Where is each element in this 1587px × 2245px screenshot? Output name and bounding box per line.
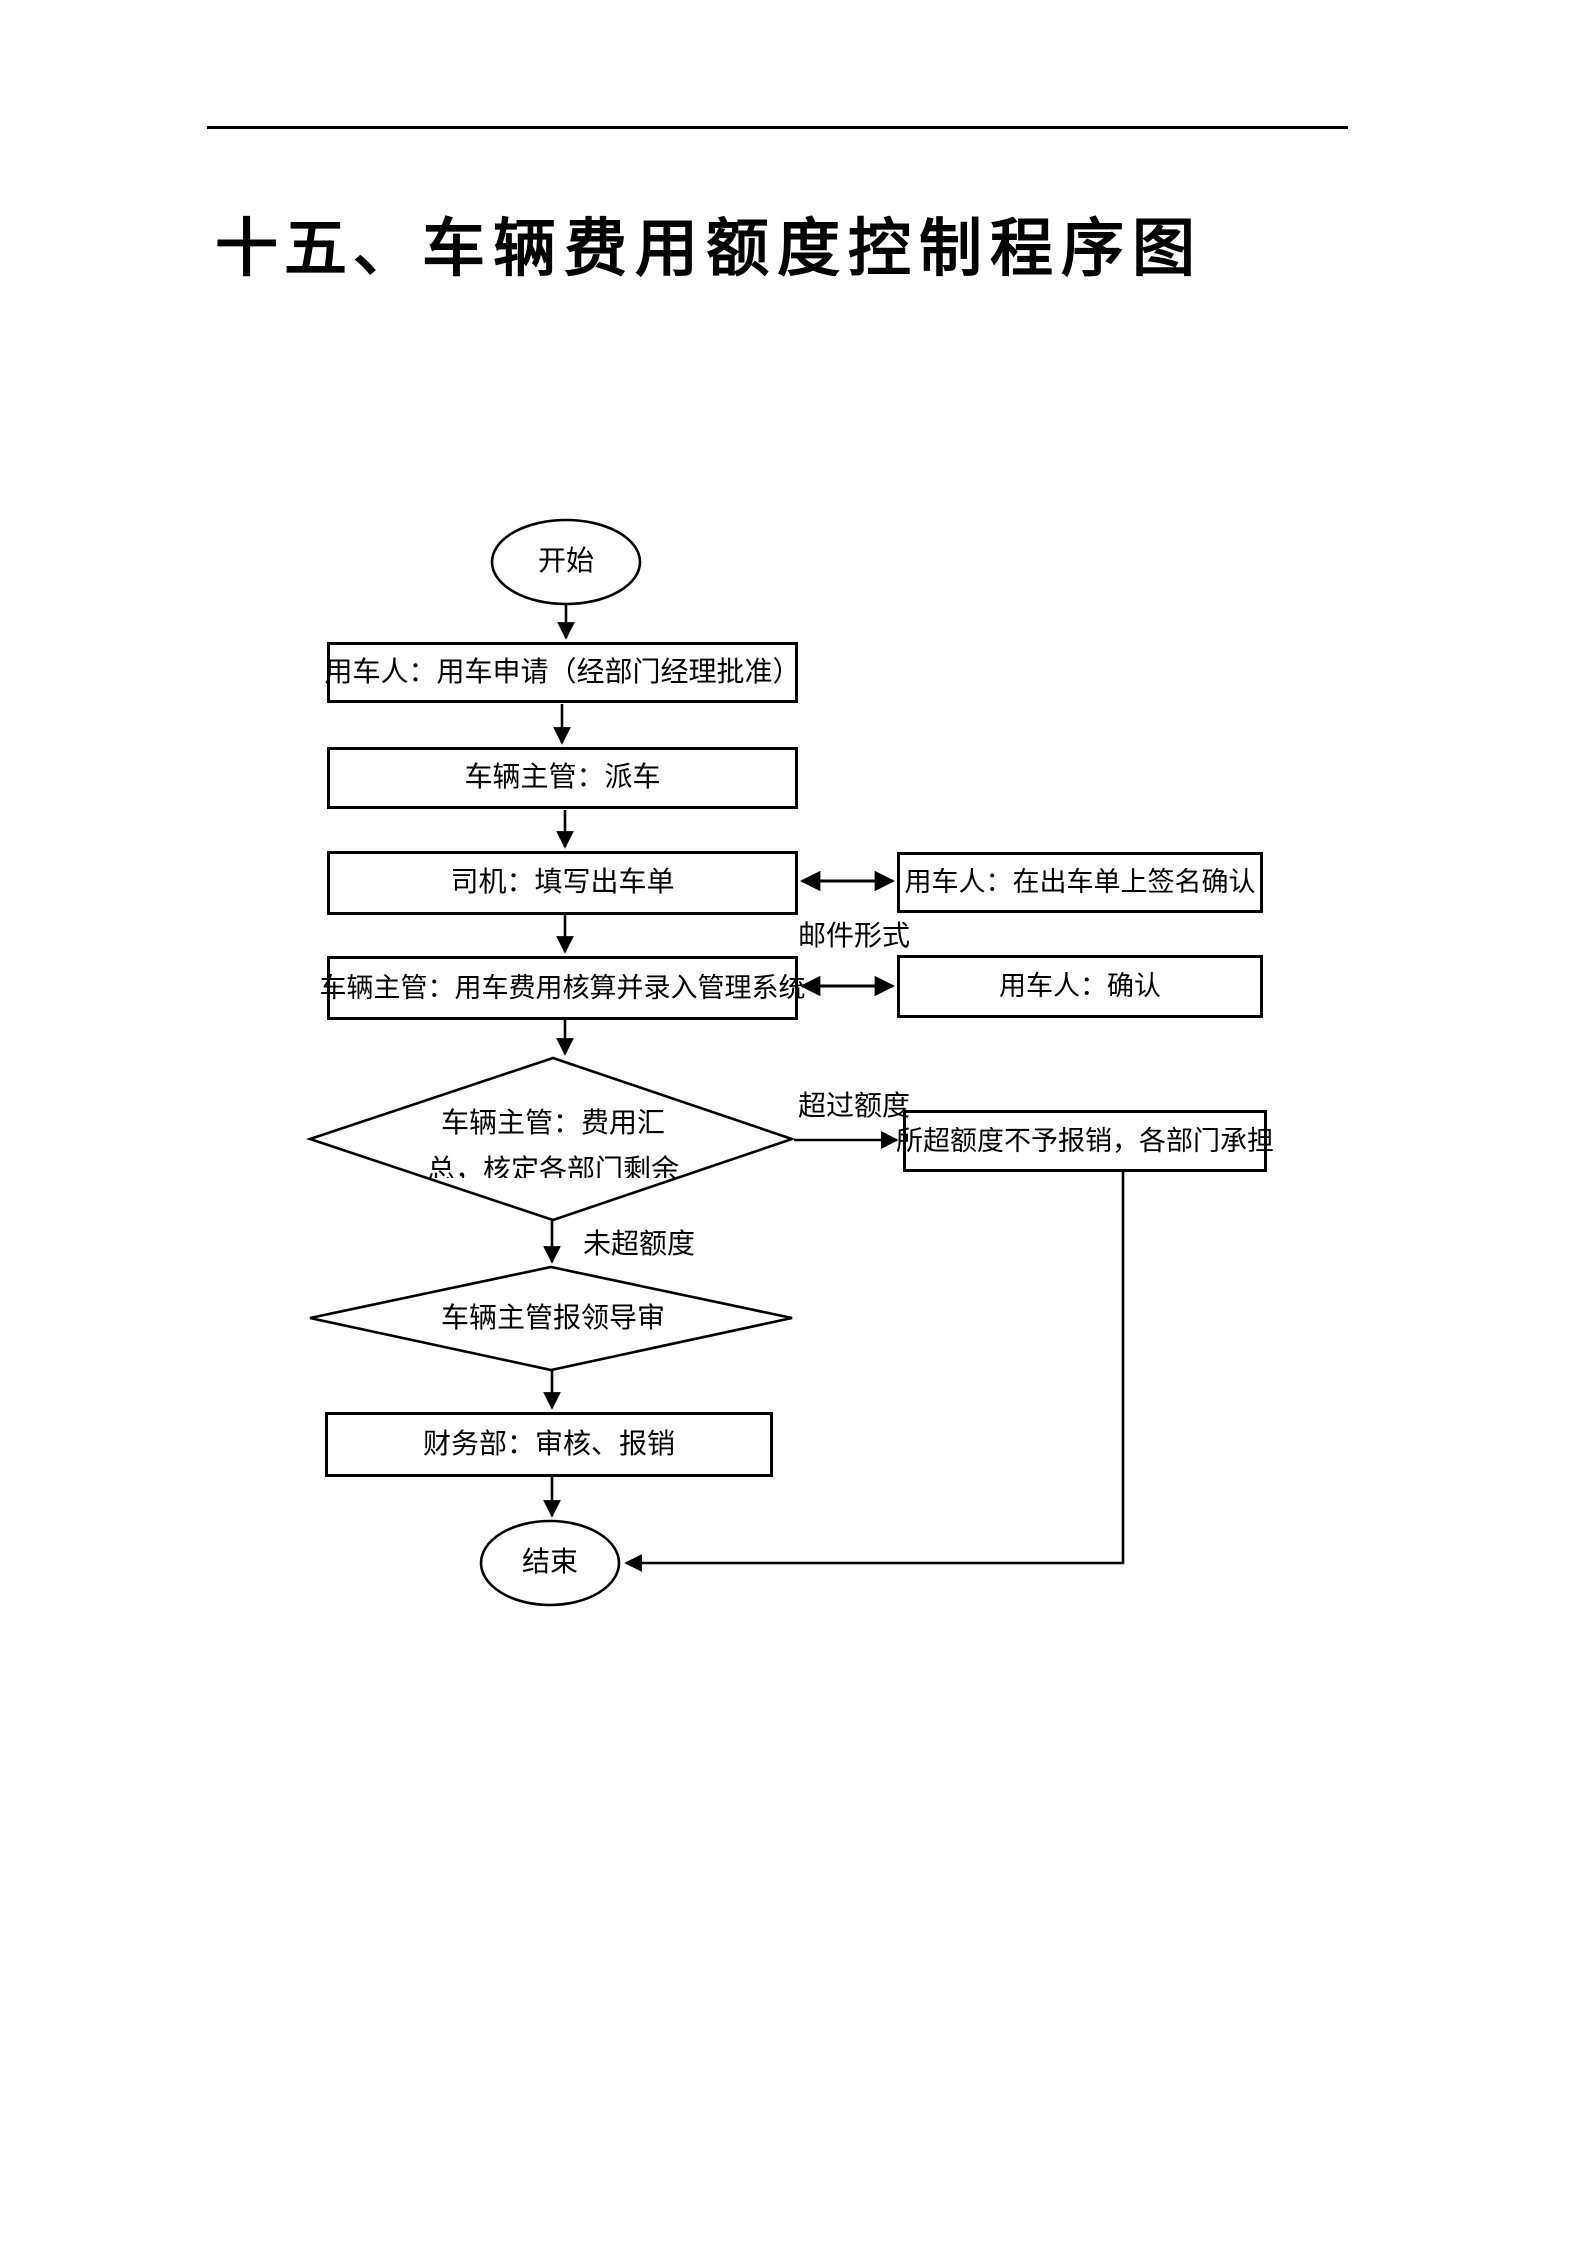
page-title: 十五、车辆费用额度控制程序图 xyxy=(215,218,1203,281)
process-box-user-confirm: 用车人：确认 xyxy=(897,955,1263,1018)
process-box-driver-fill: 司机：填写出车单 xyxy=(327,851,798,915)
elbow-overquota-to-end xyxy=(624,1172,1125,1572)
end-node-label: 结束 xyxy=(521,1547,578,1579)
decision-summary-label: 车辆主管：费用汇 总，核定各部门剩余 xyxy=(413,1100,693,1178)
header-rule xyxy=(207,126,1348,129)
decision-leader-label: 车辆主管报领导审 xyxy=(440,1303,665,1335)
title-text: 车辆费用额度控制程序图 xyxy=(422,214,1203,284)
decision-summary-line2: 总，核定各部门剩余 xyxy=(426,1155,679,1178)
end-ellipse xyxy=(479,1519,621,1607)
process-box-over-quota-result: 所超额度不予报销，各部门承担 xyxy=(896,1110,1274,1172)
process-box-user-sign: 用车人：在出车单上签名确认 xyxy=(897,852,1263,913)
connectors xyxy=(543,604,1125,1572)
edge-label-over-quota: 超过额度 xyxy=(798,1091,911,1123)
title-number: 十五、 xyxy=(215,214,422,284)
edge-label-within-quota: 未超额度 xyxy=(583,1229,696,1261)
process-box-apply: 用车人：用车申请（经部门经理批准） xyxy=(325,642,801,703)
start-node-label: 开始 xyxy=(537,546,594,578)
process-box-cost-account: 车辆主管：用车费用核算并录入管理系统 xyxy=(320,956,806,1020)
edge-label-email-form: 邮件形式 xyxy=(798,921,911,953)
process-box-dispatch: 车辆主管：派车 xyxy=(327,747,798,809)
decision-summary-line1: 车辆主管：费用汇 xyxy=(440,1108,665,1139)
process-box-finance-audit: 财务部：审核、报销 xyxy=(325,1412,773,1477)
